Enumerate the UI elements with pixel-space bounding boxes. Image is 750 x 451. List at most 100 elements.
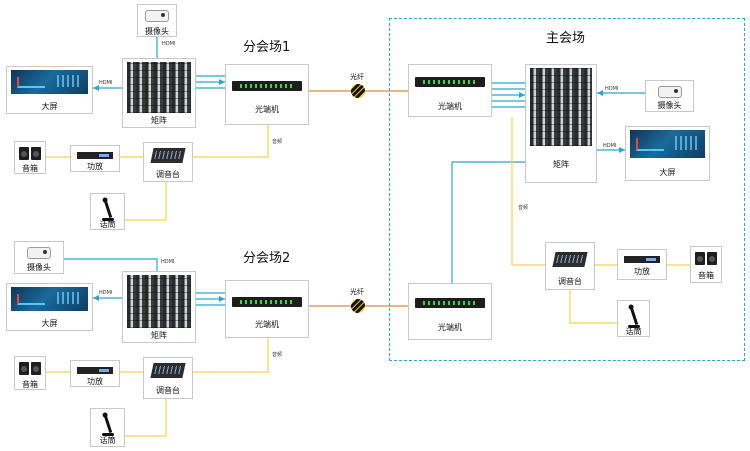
main-speaker-label: 音箱: [698, 271, 714, 280]
b1-mic-label: 话筒: [99, 220, 116, 229]
b1-camera-label: 摄像头: [145, 27, 169, 36]
b1-mic-node[interactable]: 话筒: [90, 193, 125, 230]
main-amp-label: 功放: [634, 267, 650, 276]
main-screen-label: 大屏: [659, 168, 676, 177]
b2-matrix-label: 矩阵: [151, 331, 167, 340]
b2-screen-node[interactable]: 大屏: [6, 283, 93, 331]
b1-screen-label: 大屏: [41, 102, 58, 111]
optical-transceiver-icon: [415, 298, 485, 308]
b2-camera-node[interactable]: 摄像头: [14, 241, 64, 274]
amplifier-icon: [77, 367, 113, 374]
b2-optic-label: 光端机: [255, 320, 279, 329]
main-site-region: [389, 18, 745, 361]
b1-mixer-node[interactable]: 调音台: [143, 142, 193, 182]
b1-hdmi-left-label: HDMI: [99, 80, 113, 86]
main-matrix-label: 矩阵: [553, 160, 569, 169]
b2-speaker-node[interactable]: 音箱: [14, 356, 46, 390]
microphone-base: [101, 218, 114, 221]
b1-camera-node[interactable]: 摄像头: [137, 4, 177, 37]
matrix-switcher-icon: [530, 68, 592, 146]
b2-optic-node[interactable]: 光端机: [225, 280, 309, 338]
b1-screen-node[interactable]: 大屏: [6, 66, 93, 114]
matrix-switcher-icon: [127, 275, 191, 328]
b2-mic-node[interactable]: 话筒: [90, 408, 125, 447]
main-optic2-node[interactable]: 光端机: [408, 283, 492, 340]
camera-icon: [657, 86, 682, 98]
b2-hdmi-left-label: HDMI: [99, 290, 113, 296]
microphone-base: [101, 433, 114, 436]
fiber-connector-icon: [351, 84, 365, 98]
wire-b2-mic-mixer: [125, 399, 167, 437]
arrow-b1-screen: [93, 85, 99, 91]
main-hdmi-camera-label: HDMI: [605, 86, 619, 92]
main-speaker-node[interactable]: 音箱: [690, 246, 722, 283]
b2-hdmi-top-label: HDMI: [161, 259, 175, 265]
wire-b2-mixer-optic: [193, 338, 269, 373]
b1-amp-node[interactable]: 功放: [70, 145, 120, 172]
main-mic-node[interactable]: 话筒: [617, 300, 650, 337]
optical-transceiver-icon: [415, 77, 485, 87]
main-audio-label: 音频: [518, 205, 529, 211]
b1-matrix-label: 矩阵: [151, 116, 167, 125]
main-optic1-node[interactable]: 光端机: [408, 64, 492, 117]
optical-transceiver-icon: [232, 297, 302, 307]
main-mixer-node[interactable]: 调音台: [545, 242, 595, 290]
main-screen-node[interactable]: 大屏: [625, 126, 710, 181]
microphone-icon: [103, 199, 112, 219]
wire-main-optic2-matrix: [451, 161, 525, 293]
main-hdmi-screen-label: HDMI: [603, 143, 617, 149]
b1-optic-label: 光端机: [255, 105, 279, 114]
b2-mic-label: 话筒: [99, 436, 116, 445]
b2-matrix-node[interactable]: 矩阵: [122, 271, 196, 343]
b1-speaker-node[interactable]: 音箱: [14, 141, 46, 174]
arrow-main-matrix: [519, 92, 525, 98]
b2-screen-label: 大屏: [41, 319, 58, 328]
branch2-title: 分会场2: [243, 251, 291, 266]
display-icon: [630, 130, 705, 158]
b2-speaker-label: 音箱: [22, 380, 38, 389]
mixer-icon: [150, 363, 186, 378]
b2-amp-node[interactable]: 功放: [70, 360, 120, 387]
arrow-b2-screen: [93, 295, 99, 301]
display-icon: [11, 70, 88, 94]
mixer-icon: [150, 148, 186, 163]
arrow-b2-optic: [219, 296, 225, 302]
wire-main-mic-mixer: [569, 290, 617, 324]
b1-amp-label: 功放: [87, 162, 103, 171]
camera-icon: [27, 247, 51, 259]
microphone-base: [627, 325, 640, 328]
b1-speaker-label: 音箱: [22, 164, 38, 173]
main-matrix-node[interactable]: 矩阵: [525, 64, 597, 183]
b2-amp-label: 功放: [87, 377, 103, 386]
main-camera-label: 摄像头: [657, 101, 682, 110]
main-camera-node[interactable]: 摄像头: [645, 80, 694, 112]
b2-fiber-label: 光纤: [350, 288, 364, 296]
speaker-icon: [31, 362, 41, 375]
main-mic-label: 话筒: [625, 327, 642, 336]
b1-hdmi-top-label: HDMI: [162, 41, 176, 47]
amplifier-icon: [77, 152, 113, 159]
optical-transceiver-icon: [232, 81, 302, 91]
b1-optic-node[interactable]: 光端机: [225, 64, 309, 125]
matrix-switcher-icon: [127, 62, 191, 113]
b2-audio-label: 音频: [272, 352, 283, 358]
amplifier-icon: [624, 256, 660, 263]
branch1-title: 分会场1: [243, 40, 291, 55]
main-mixer-label: 调音台: [558, 277, 582, 286]
camera-icon: [145, 10, 169, 22]
wire-b1-mic-mixer: [125, 182, 167, 221]
arrow-main-camera: [597, 90, 603, 96]
arrow-main-screen: [619, 147, 625, 153]
speaker-icon: [19, 147, 29, 160]
fiber-connector-icon: [351, 299, 365, 313]
main-optic2-label: 光端机: [438, 323, 462, 332]
b1-mixer-label: 调音台: [156, 170, 180, 179]
main-amp-node[interactable]: 功放: [617, 249, 667, 280]
b1-matrix-node[interactable]: 矩阵: [122, 58, 196, 128]
microphone-icon: [103, 414, 112, 434]
b1-fiber-label: 光纤: [350, 73, 364, 81]
main-site-title: 主会场: [546, 31, 586, 46]
b2-mixer-node[interactable]: 调音台: [143, 357, 193, 399]
wire-b1-mixer-optic: [193, 125, 269, 158]
